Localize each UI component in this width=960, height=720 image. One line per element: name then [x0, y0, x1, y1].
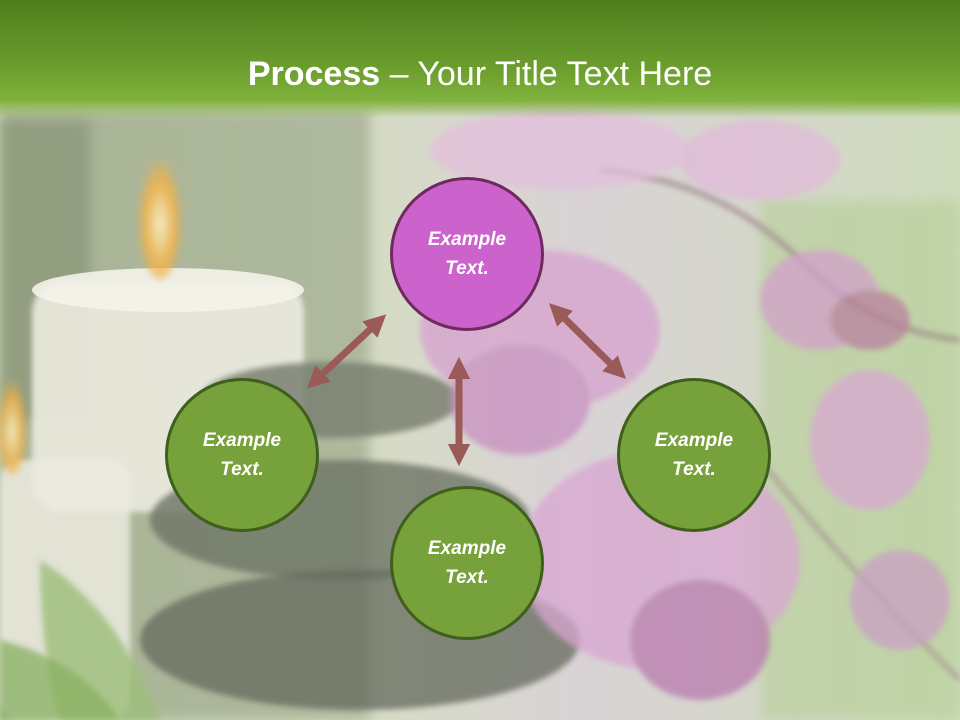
arrow-top-right	[549, 303, 626, 379]
process-node-right: Example Text.	[617, 378, 771, 532]
title-rest: – Your Title Text Here	[380, 55, 713, 93]
arrow-top-left	[306, 314, 387, 389]
process-node-bottom-label: Example Text.	[427, 538, 507, 588]
title-bar	[0, 0, 960, 118]
process-node-left: Example Text.	[165, 378, 319, 532]
process-node-top: Example Text.	[390, 177, 544, 331]
title-bold: Process	[247, 55, 381, 93]
process-node-right-label: Example Text.	[654, 430, 734, 480]
process-node-top-label: Example Text.	[427, 229, 507, 279]
slide-title: Process – Your Title Text Here	[0, 52, 960, 96]
process-node-bottom: Example Text.	[390, 486, 544, 640]
process-node-left-label: Example Text.	[202, 430, 282, 480]
